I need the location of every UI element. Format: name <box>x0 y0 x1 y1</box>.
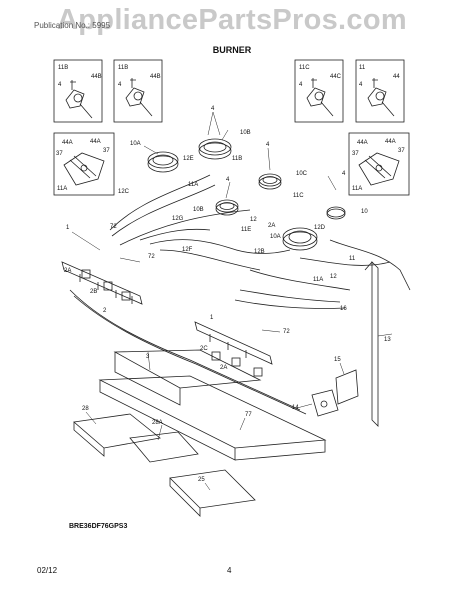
upper-manifold <box>61 261 143 305</box>
callout: 10B <box>193 207 204 213</box>
callout: 2C <box>200 346 208 352</box>
callout: 37 <box>103 148 110 154</box>
callout: 1 <box>210 315 214 321</box>
igniter-wire <box>69 289 301 411</box>
callout: 12F <box>182 247 193 253</box>
burner-10 <box>326 206 346 220</box>
callout: 72 <box>148 254 155 260</box>
callout: 4 <box>211 106 215 112</box>
callout: 11A <box>57 186 67 192</box>
burner-frame <box>98 349 327 461</box>
callout: 12 <box>250 217 257 223</box>
callout: 1 <box>66 225 70 231</box>
callout: 12E <box>183 156 194 162</box>
callout: 11 <box>359 65 366 71</box>
bracket-15 <box>335 369 359 405</box>
callout: 11 <box>349 256 356 262</box>
footer-date: 02/12 <box>37 566 58 575</box>
callout: 11C <box>293 193 304 199</box>
callout: 44A <box>62 140 73 146</box>
callout: 44A <box>357 140 368 146</box>
callout: 28 <box>82 406 89 412</box>
callout: 10A <box>270 234 281 240</box>
side-rail-13 <box>364 261 379 427</box>
callout: 37 <box>398 148 405 154</box>
burner-10b-mid <box>215 199 239 216</box>
callout: 72 <box>110 224 117 230</box>
callout: 12 <box>330 274 337 280</box>
callout: 44B <box>91 74 102 80</box>
callout: 11C <box>299 65 310 71</box>
leader-lines <box>71 111 393 491</box>
valve-14 <box>311 389 339 417</box>
callout: 12C <box>118 189 130 195</box>
burner-10a-left <box>147 151 179 173</box>
burner-10b-top <box>198 138 232 160</box>
callout: 11B <box>118 65 128 71</box>
callout: 16 <box>340 306 347 312</box>
callout: 3 <box>146 354 150 360</box>
callout: 44 <box>393 74 400 80</box>
callout: 25 <box>198 477 205 483</box>
gas-tubing <box>109 174 411 309</box>
callout: 37 <box>352 151 359 157</box>
callout: 12G <box>172 216 184 222</box>
callout: 4 <box>299 82 303 88</box>
callout: 72 <box>283 329 290 335</box>
model-number: BRE36DF76GPS3 <box>69 523 128 530</box>
callout: 2 <box>103 308 107 314</box>
callout: 44A <box>385 139 396 145</box>
detail-box-11 <box>355 59 405 123</box>
callout: 13 <box>384 337 391 343</box>
callout: 44B <box>150 74 161 80</box>
callout: 15 <box>334 357 341 363</box>
callout: 4 <box>266 142 270 148</box>
watermark-logo: AppliancePartsPros.com <box>57 4 407 36</box>
callout: 2A <box>268 223 275 229</box>
shield-28a <box>129 431 199 463</box>
callout: 12B <box>254 249 265 255</box>
shield-28 <box>73 413 161 457</box>
callout: 10C <box>296 171 308 177</box>
callout: 2A <box>64 268 71 274</box>
callout: 11A <box>352 186 362 192</box>
callout: 10A <box>130 141 141 147</box>
callout: 2A <box>220 365 227 371</box>
callout: 4 <box>118 82 122 88</box>
callout-labels: 11B 44B 4 11B 44B 4 11C 44C 4 11 44 4 44… <box>56 65 405 483</box>
callout: 44A <box>90 139 101 145</box>
callout: 37 <box>56 151 63 157</box>
detail-box-11b-left <box>53 59 103 123</box>
callout: 4 <box>58 82 62 88</box>
section-title: BURNER <box>212 45 252 55</box>
callout: 4 <box>226 177 230 183</box>
callout: 10 <box>361 209 368 215</box>
callout: 4 <box>359 82 363 88</box>
detail-box-11c <box>294 59 344 123</box>
callout: 28A <box>152 420 163 426</box>
callout: 11A <box>188 182 198 188</box>
burner-10a-center <box>282 227 318 251</box>
lower-manifold <box>194 321 273 377</box>
detail-box-11b-right <box>113 59 163 123</box>
igniter-wire-2 <box>73 295 307 415</box>
callout: 11A <box>313 277 323 283</box>
callout: 44C <box>330 74 342 80</box>
publication-header: Publication No.: 5995 <box>34 21 111 30</box>
callout: 4 <box>342 171 346 177</box>
detail-box-11a-left <box>53 132 115 196</box>
detail-box-11a-right <box>348 132 410 196</box>
callout: 12D <box>314 225 326 231</box>
callout: 2B <box>90 289 97 295</box>
burner-10c <box>258 173 282 190</box>
callout: 77 <box>245 412 252 418</box>
shield-25 <box>169 469 256 517</box>
page-number: 4 <box>227 566 232 575</box>
callout: 14 <box>292 405 299 411</box>
callout: 10B <box>240 130 251 136</box>
callout: 11B <box>232 156 242 162</box>
callout: 11E <box>241 227 251 233</box>
callout: 11B <box>58 65 68 71</box>
